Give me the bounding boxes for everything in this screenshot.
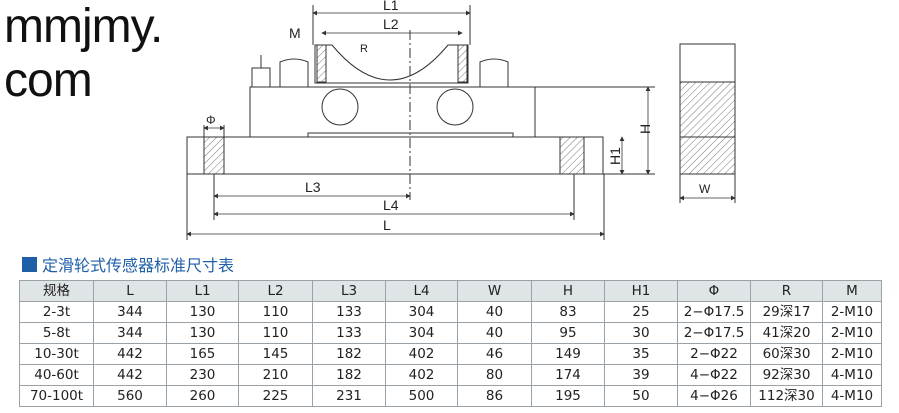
table-cell: 70-100t [19, 385, 94, 407]
label-H: H [637, 124, 653, 134]
table-cell: 442 [93, 364, 167, 386]
table-cell: 41深20 [750, 322, 823, 344]
label-L: L [383, 217, 391, 233]
column-header: L1 [166, 280, 239, 302]
label-W: W [699, 182, 711, 196]
table-cell: 30 [604, 322, 678, 344]
table-cell: 442 [93, 343, 167, 365]
table-cell: 112深30 [750, 385, 823, 407]
section-title: 定滑轮式传感器标准尺寸表 [22, 252, 234, 276]
column-header: M [822, 280, 882, 302]
table-cell: 2−Φ22 [677, 343, 751, 365]
table-cell: 133 [312, 301, 386, 323]
table-cell: 225 [238, 385, 313, 407]
table-cell: 402 [385, 364, 458, 386]
table-cell: 83 [531, 301, 605, 323]
column-header: Φ [677, 280, 751, 302]
table-cell: 5-8t [19, 322, 94, 344]
table-cell: 86 [457, 385, 532, 407]
base-plate [186, 136, 604, 175]
column-header: L3 [312, 280, 386, 302]
table-cell: 210 [238, 364, 313, 386]
table-cell: 95 [531, 322, 605, 344]
sensor-body [249, 86, 536, 138]
table-cell: 40 [457, 301, 532, 323]
column-header: W [457, 280, 532, 302]
table-cell: 92深30 [750, 364, 823, 386]
table-cell: 165 [166, 343, 239, 365]
table-cell: 500 [385, 385, 458, 407]
title-marker-icon [22, 256, 37, 272]
table-cell: 149 [531, 343, 605, 365]
table-cell: 560 [93, 385, 167, 407]
table-cell: 29深17 [750, 301, 823, 323]
table-cell: 304 [385, 301, 458, 323]
table-cell: 4-M10 [822, 364, 882, 386]
table-cell: 80 [457, 364, 532, 386]
table-cell: 304 [385, 322, 458, 344]
column-header: L4 [385, 280, 458, 302]
label-M: M [289, 25, 301, 41]
table-cell: 4−Φ22 [677, 364, 751, 386]
load-cell-drawing: L1 L2 M R Φ H H1 L3 L4 L W [186, 0, 736, 240]
table-cell: 10-30t [19, 343, 94, 365]
label-phi: Φ [206, 113, 216, 127]
label-R: R [360, 43, 368, 55]
table-cell: 195 [531, 385, 605, 407]
table-cell: 182 [312, 364, 386, 386]
column-header: 规格 [19, 280, 94, 302]
table-cell: 402 [385, 343, 458, 365]
table-cell: 182 [312, 343, 386, 365]
column-header: H1 [604, 280, 678, 302]
label-L4: L4 [383, 197, 399, 213]
table-cell: 2-M10 [822, 322, 882, 344]
table-cell: 50 [604, 385, 678, 407]
table-cell: 130 [166, 322, 239, 344]
label-H1: H1 [607, 147, 623, 165]
table-cell: 110 [238, 322, 313, 344]
table-cell: 260 [166, 385, 239, 407]
table-cell: 39 [604, 364, 678, 386]
table-cell: 110 [238, 301, 313, 323]
watermark: mmjmy.com [4, 0, 163, 107]
column-header: R [750, 280, 823, 302]
table-cell: 40 [457, 322, 532, 344]
table-cell: 25 [604, 301, 678, 323]
cradle [314, 44, 469, 84]
table-cell: 231 [312, 385, 386, 407]
table-cell: 2−Φ17.5 [677, 301, 751, 323]
table-cell: 145 [238, 343, 313, 365]
table-cell: 4−Φ26 [677, 385, 751, 407]
table-cell: 174 [531, 364, 605, 386]
table-cell: 133 [312, 322, 386, 344]
column-header: L [93, 280, 167, 302]
table-cell: 2-M10 [822, 343, 882, 365]
table-cell: 344 [93, 301, 167, 323]
table-cell: 344 [93, 322, 167, 344]
table-cell: 40-60t [19, 364, 94, 386]
label-L2: L2 [383, 16, 399, 32]
table-cell: 35 [604, 343, 678, 365]
table-cell: 2-M10 [822, 301, 882, 323]
table-cell: 2-3t [19, 301, 94, 323]
label-L1: L1 [383, 0, 399, 13]
table-cell: 60深30 [750, 343, 823, 365]
column-header: H [531, 280, 605, 302]
column-header: L2 [238, 280, 313, 302]
table-cell: 4-M10 [822, 385, 882, 407]
table-cell: 46 [457, 343, 532, 365]
label-L3: L3 [305, 179, 321, 195]
table-cell: 130 [166, 301, 239, 323]
title-text: 定滑轮式传感器标准尺寸表 [42, 256, 235, 275]
table-cell: 230 [166, 364, 239, 386]
table-cell: 2−Φ17.5 [677, 322, 751, 344]
